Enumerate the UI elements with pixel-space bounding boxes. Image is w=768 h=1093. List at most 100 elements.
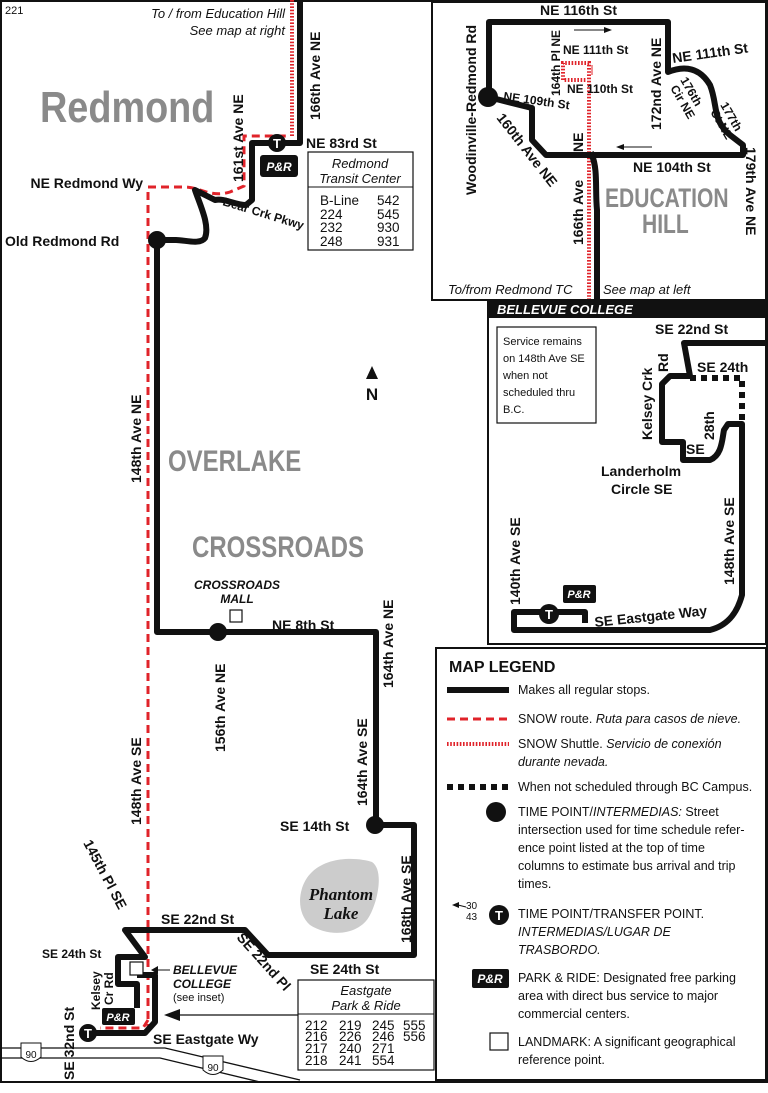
label-college: COLLEGE — [173, 977, 232, 991]
label-bc-28th: 28th — [701, 411, 717, 440]
label-161st-ave-ne: 161st Ave NE — [230, 94, 246, 182]
bc-note-box — [496, 326, 597, 424]
timepoint-se-14th-st — [366, 816, 384, 834]
landmark-crossroads-mall — [229, 609, 243, 623]
svg-text:219: 219 — [339, 1018, 362, 1033]
svg-text:931: 931 — [377, 234, 400, 249]
svg-text:T: T — [273, 136, 281, 151]
route-main — [115, 0, 417, 1008]
snow-route-eastgate — [100, 1019, 150, 1030]
label-se-14th-st: SE 14th St — [280, 818, 350, 834]
area-overlake: OVERLAKE — [168, 443, 301, 477]
label-ne-110th: NE 110th St — [567, 82, 633, 96]
svg-text:P&R: P&R — [266, 160, 292, 174]
svg-text:248: 248 — [320, 234, 343, 249]
svg-text:542: 542 — [377, 193, 400, 208]
svg-text:TIME POINT/TRANSFER POINT.: TIME POINT/TRANSFER POINT. — [518, 907, 704, 921]
phantom-lake — [300, 858, 379, 933]
svg-text:commercial centers.: commercial centers. — [518, 1007, 630, 1021]
svg-text:90: 90 — [207, 1063, 219, 1074]
svg-text:intersection used for time sch: intersection used for time schedule refe… — [518, 823, 745, 837]
svg-text:245: 245 — [372, 1018, 395, 1033]
i90-shield-icon: 90 — [202, 1055, 224, 1075]
svg-text:TIME POINT/INTERMEDIAS: Street: TIME POINT/INTERMEDIAS: Street — [518, 805, 719, 819]
svg-text:226: 226 — [339, 1029, 362, 1044]
label-164th-ave-ne: 164th Ave NE — [380, 600, 396, 688]
bellevue-college-inset: BELLEVUE COLLEGE Service remains on 148t… — [487, 299, 768, 645]
legend-landmark-icon — [489, 1032, 509, 1051]
label-old-redmond-rd: Old Redmond Rd — [5, 233, 119, 249]
label-bc-se: SE — [686, 441, 705, 457]
svg-text:Park & Ride: Park & Ride — [331, 998, 400, 1013]
label-to-edu-hill: To / from Education Hill — [151, 6, 286, 21]
route-inset-166th — [588, 151, 600, 303]
label-ne-8th-st: NE 8th St — [272, 617, 335, 633]
svg-text:P&R: P&R — [567, 589, 590, 601]
label-to-redmond-tc: To/from Redmond TC — [448, 282, 573, 297]
svg-text:246: 246 — [372, 1029, 395, 1044]
legend-transfer-icon: 30 43 T — [452, 901, 509, 925]
svg-text:B-Line: B-Line — [320, 193, 359, 208]
svg-text:area with direct bus service t: area with direct bus service to major — [518, 989, 718, 1003]
svg-text:When not scheduled through BC: When not scheduled through BC Campus. — [518, 780, 752, 794]
svg-text:T: T — [84, 1026, 92, 1041]
route-bc-inset — [511, 340, 768, 633]
svg-text:Service remains: Service remains — [503, 336, 582, 348]
label-see-map-right: See map at right — [190, 23, 287, 38]
svg-text:columns to estimate bus arriva: columns to estimate bus arrival and trip — [518, 859, 736, 873]
park-ride-eastgate-icon: P&R — [102, 1008, 135, 1025]
label-crossroads-mall-2: MALL — [220, 592, 253, 606]
svg-text:545: 545 — [377, 207, 400, 222]
svg-text:T: T — [495, 908, 503, 923]
arrow-bellevue-college-icon — [151, 966, 170, 974]
i90-shield-icon: 90 — [20, 1042, 42, 1062]
transfer-point-eastgate-icon: T — [79, 1024, 97, 1042]
label-bc-se-22nd: SE 22nd St — [655, 321, 728, 337]
label-phantom: Phantom — [308, 885, 373, 904]
svg-text:Redmond: Redmond — [332, 156, 389, 171]
svg-text:on 148th Ave SE: on 148th Ave SE — [503, 353, 585, 365]
transfer-point-redmond-tc-icon: T — [268, 134, 286, 152]
label-bc-148th: 148th Ave SE — [721, 497, 737, 585]
label-179th: 179th Ave NE — [743, 147, 759, 235]
svg-text:reference point.: reference point. — [518, 1053, 605, 1067]
label-see-map-left: See map at left — [603, 282, 692, 297]
map-legend: MAP LEGEND Makes all regular stops. SNOW… — [435, 647, 767, 1081]
svg-text:212: 212 — [305, 1018, 328, 1033]
area-education: EDUCATION — [605, 184, 729, 214]
label-se-eastgate-wy: SE Eastgate Wy — [153, 1031, 259, 1047]
route-inset-loop — [486, 19, 746, 158]
park-ride-bc-icon — [563, 585, 596, 603]
interstate-90 — [0, 1047, 301, 1083]
label-bc-se-24th: SE 24th — [697, 359, 748, 375]
bc-inset-header: BELLEVUE COLLEGE — [497, 302, 633, 317]
label-156th-ave-ne: 156th Ave NE — [212, 664, 228, 752]
label-166th-ne: NE — [570, 133, 586, 152]
label-lake: Lake — [323, 904, 359, 923]
education-hill-inset: EDUCATION HILL NE 116th St Woodinville-R… — [431, 1, 767, 303]
label-se-32nd-st: SE 32nd St — [61, 1007, 77, 1080]
svg-text:43: 43 — [466, 912, 478, 923]
direction-arrow-east-icon — [574, 27, 612, 33]
route-bc-not-scheduled — [690, 375, 745, 422]
label-bellevue: BELLEVUE — [173, 963, 238, 977]
label-172nd: 172nd Ave NE — [648, 38, 664, 130]
svg-text:durante nevada.: durante nevada. — [518, 755, 608, 769]
svg-text:30: 30 — [466, 901, 478, 912]
svg-text:218: 218 — [305, 1053, 328, 1068]
label-166th-ave: 166th Ave — [570, 180, 586, 245]
svg-text:SNOW route. Ruta para casos de: SNOW route. Ruta para casos de nieve. — [518, 712, 741, 726]
svg-text:INTERMEDIAS/LUGAR DE: INTERMEDIAS/LUGAR DE — [518, 925, 671, 939]
label-168th-ave-se: 168th Ave SE — [398, 855, 414, 943]
svg-text:232: 232 — [320, 220, 343, 235]
svg-text:Eastgate: Eastgate — [340, 983, 391, 998]
label-148th-ave-se: 148th Ave SE — [128, 737, 144, 825]
svg-text:Makes all regular stops.: Makes all regular stops. — [518, 683, 650, 697]
svg-text:scheduled thru: scheduled thru — [503, 387, 575, 399]
direction-arrow-west-icon — [616, 144, 652, 150]
timepoint-ne-8th-st — [209, 623, 227, 641]
svg-text:B.C.: B.C. — [503, 404, 524, 416]
label-ne-116th: NE 116th St — [540, 2, 617, 18]
svg-text:TRASBORDO.: TRASBORDO. — [518, 943, 601, 957]
